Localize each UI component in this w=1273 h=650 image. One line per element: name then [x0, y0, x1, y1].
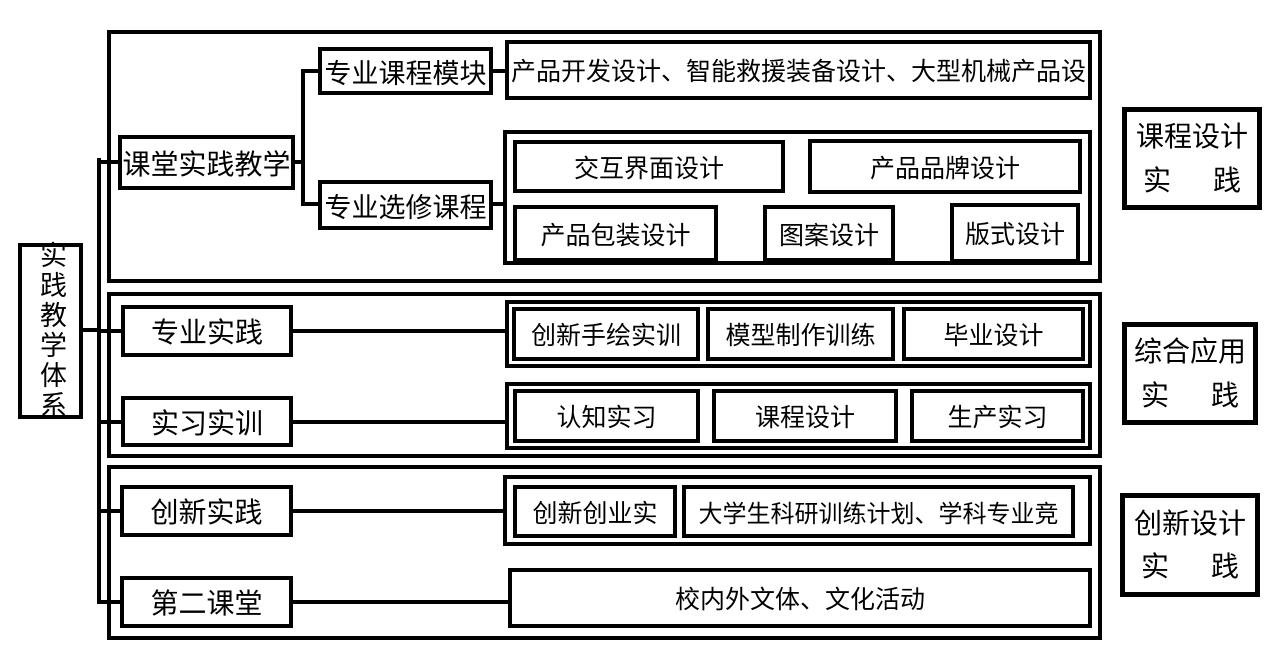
side-label-line2: 实 践 — [1141, 374, 1239, 417]
elective-container-line — [491, 202, 505, 206]
side-label-comprehensive-application-practice: 综合应用 实 践 — [1122, 322, 1258, 425]
side-label-course-design-practice: 课程设计 实 践 — [1122, 107, 1262, 210]
stub-elective-course-line — [301, 202, 321, 206]
side-label-char-shi: 实 — [1141, 550, 1170, 583]
root-box: 实践教学体系 — [18, 241, 83, 421]
innovation-connector-line — [291, 509, 505, 513]
item-graduation-design: 毕业设计 — [902, 307, 1085, 361]
stub-course-module-line — [301, 69, 321, 73]
group-innovation-design — [107, 465, 1102, 640]
label-innovation-practice: 创新实践 — [120, 485, 293, 537]
label-internship-training: 实习实训 — [121, 396, 293, 447]
course-module-content-box: 产品开发设计、智能救援装备设计、大型机械产品设 — [505, 40, 1092, 100]
professional-practice-connector-line — [291, 329, 507, 333]
side-label-char-jian: 践 — [1212, 163, 1241, 197]
item-course-design: 课程设计 — [712, 389, 898, 443]
item-product-brand-design: 产品品牌设计 — [808, 139, 1082, 194]
side-label-char-jian: 践 — [1210, 550, 1239, 583]
label-elective-course: 专业选修课程 — [318, 180, 493, 230]
item-campus-cultural-activities: 校内外文体、文化活动 — [508, 568, 1092, 628]
second-classroom-connector-line — [291, 600, 511, 604]
item-innovation-entrepreneurship: 创新创业实 — [513, 485, 677, 538]
stub-second-classroom-line — [97, 600, 125, 604]
course-module-content-line — [491, 69, 507, 73]
label-second-classroom: 第二课堂 — [120, 576, 293, 628]
label-classroom-teaching: 课堂实践教学 — [118, 135, 295, 190]
label-professional-practice: 专业实践 — [121, 305, 293, 357]
item-innovative-sketch-training: 创新手绘实训 — [512, 307, 700, 361]
classroom-branch-vline — [301, 69, 305, 206]
side-label-char-shi: 实 — [1141, 378, 1170, 412]
side-label-line1: 综合应用 — [1133, 335, 1246, 369]
side-label-line2: 实 践 — [1141, 545, 1239, 588]
internship-connector-line — [291, 420, 507, 424]
item-research-training-competition: 大学生科研训练计划、学科专业竞 — [682, 485, 1075, 538]
root-connector-line — [82, 328, 100, 332]
item-layout-design: 版式设计 — [950, 203, 1080, 263]
item-cognitive-internship: 认知实习 — [513, 389, 700, 443]
side-label-innovation-design-practice: 创新设计 实 践 — [1120, 493, 1260, 597]
stub-professional-practice-line — [97, 329, 125, 333]
group-classroom-teaching — [107, 30, 1102, 283]
stub-innovation-line — [97, 509, 125, 513]
item-product-packaging-design: 产品包装设计 — [513, 205, 718, 262]
item-interaction-interface-design: 交互界面设计 — [513, 140, 785, 193]
group-comprehensive-application — [107, 292, 1102, 458]
side-label-line1: 创新设计 — [1133, 506, 1246, 540]
classroom-branch-connector-line — [293, 160, 305, 164]
item-production-internship: 生产实习 — [910, 389, 1085, 443]
side-label-char-jian: 践 — [1210, 378, 1239, 412]
item-pattern-design: 图案设计 — [763, 205, 895, 262]
item-model-making-training: 模型制作训练 — [706, 307, 895, 361]
side-label-line2: 实 践 — [1143, 159, 1241, 202]
side-label-char-shi: 实 — [1143, 163, 1172, 197]
side-label-line1: 课程设计 — [1135, 120, 1248, 154]
label-course-module: 专业课程模块 — [318, 47, 493, 95]
stub-internship-line — [97, 420, 125, 424]
trunk-line — [97, 158, 101, 604]
